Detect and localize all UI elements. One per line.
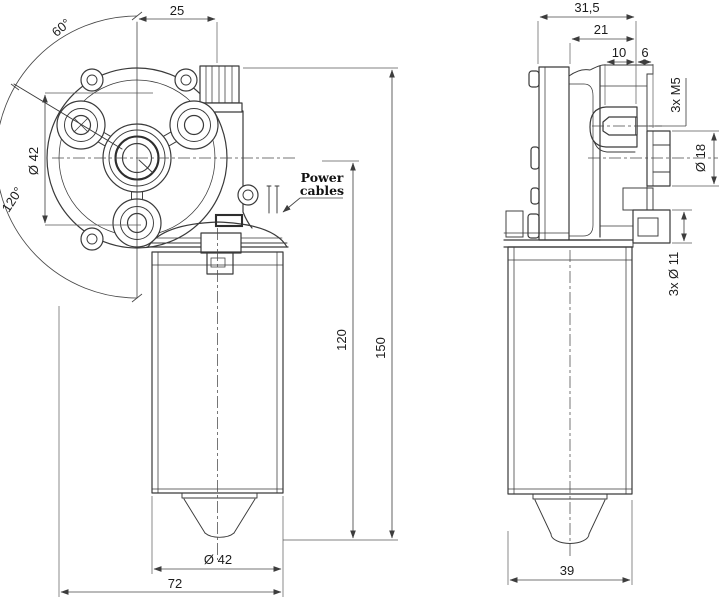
flange-plate: [527, 66, 570, 241]
dim-31-5: 31,5: [537, 0, 637, 104]
gear-bosses: [56, 100, 219, 248]
dim-label-3xm5: 3x M5: [668, 77, 683, 112]
dim-label-d18: Ø 18: [693, 144, 708, 172]
front-view: [46, 21, 298, 560]
dim-label-bolt-circle: Ø 42: [26, 147, 41, 175]
dim-label-10: 10: [612, 45, 626, 60]
front-dimensions: 25 60° 120° Ø 42 Power cables 120: [0, 3, 398, 597]
centerlines-side: [569, 125, 718, 558]
dim-motor-diameter: Ø 42: [151, 496, 284, 597]
power-cables-label-2: cables: [300, 183, 344, 198]
side-dimensions: 31,5 21 10 6 3x M5 Ø 18: [507, 0, 719, 585]
brush-tab: [200, 232, 242, 275]
dim-label-120: 120: [334, 329, 349, 351]
dim-150: 150: [243, 67, 398, 541]
dim-label-motor-d42: Ø 42: [204, 552, 232, 567]
connector-block: [196, 65, 243, 113]
power-cable-wires: [266, 185, 280, 214]
dim-label-3xd11: 3x Ø 11: [666, 252, 681, 297]
m5-boss-section: [589, 106, 638, 153]
dim-bolt-circle: Ø 42: [26, 92, 153, 226]
mounting-ears: [80, 68, 259, 251]
dim-6: 6: [637, 45, 654, 128]
gearbox-body: [568, 64, 654, 241]
power-cables-callout: Power cables: [282, 170, 344, 213]
dim-label-72: 72: [168, 576, 182, 591]
side-view: [503, 64, 718, 558]
motor-body-side: [503, 210, 634, 544]
dim-10: 10: [604, 45, 635, 105]
dim-label-39: 39: [560, 563, 574, 578]
dim-label-25: 25: [170, 3, 184, 18]
mount-hole-boss: [632, 209, 671, 244]
dim-72: 72: [58, 306, 282, 597]
dim-3xm5: 3x M5: [637, 77, 687, 127]
power-cables-label-1: Power: [301, 170, 344, 185]
dim-offset-25: 25: [138, 3, 218, 63]
dim-label-150: 150: [373, 337, 388, 359]
dim-label-31-5: 31,5: [574, 0, 599, 15]
dim-label-120deg: 120°: [0, 184, 26, 215]
dim-label-6: 6: [641, 45, 648, 60]
dim-label-21: 21: [594, 22, 608, 37]
dim-120: 120: [322, 160, 359, 539]
output-shaft: [646, 130, 671, 187]
dim-21: 21: [569, 22, 635, 64]
cable-gland: [214, 213, 244, 228]
dim-3xd11: 3x Ø 11: [666, 209, 692, 297]
dim-label-60deg: 60°: [49, 15, 74, 39]
dim-d18: Ø 18: [672, 130, 719, 187]
centerlines-front: [52, 21, 298, 560]
dim-39: 39: [507, 500, 633, 585]
